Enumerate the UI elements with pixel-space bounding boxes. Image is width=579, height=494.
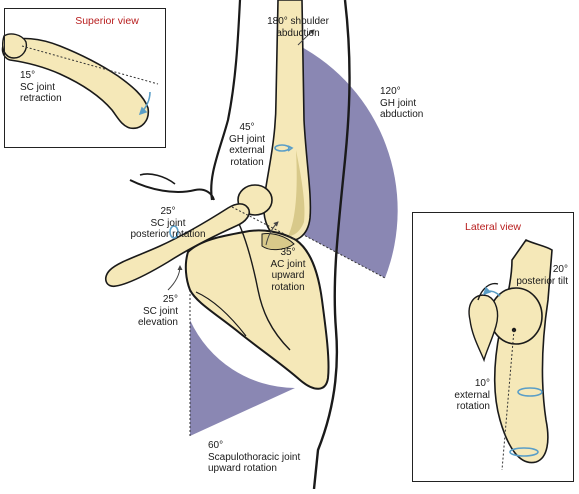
- lateral-posterior-tilt-label: 20° posterior tilt: [516, 264, 568, 287]
- sc-elevation-label: 25° SC joint elevation: [137, 294, 178, 328]
- scapula-spine: [231, 209, 291, 351]
- thorax-outline-right: [312, 0, 351, 490]
- trapezius-outline-2: [139, 173, 176, 185]
- scapula-bone: [184, 229, 330, 390]
- scapulothoracic-upward-rotation-label: 60° Scapulothoracic joint upward rotatio…: [208, 440, 301, 474]
- lateral-view-panel: [412, 212, 574, 482]
- lateral-tilt-arrow: [482, 286, 501, 297]
- superior-sc-retraction-label: 15° SC joint retraction: [20, 70, 62, 104]
- ac-joint-dotted-line: [231, 206, 297, 241]
- gh-external-rotation-arrowhead: [287, 145, 294, 152]
- sc-elevation-arrow: [167, 265, 183, 291]
- lateral-external-rotation-label: 10° external rotation: [454, 378, 490, 412]
- shoulder-abduction-arrow: [297, 29, 315, 46]
- ac-upward-rotation-label: 35° AC joint upward rotation: [270, 247, 306, 293]
- lateral-bottom-rotation-arrow: [509, 447, 539, 457]
- sc-posterior-rotation-arrow: [169, 225, 179, 239]
- neck-outline-left: [210, 0, 242, 201]
- ac-upward-rotation-arrow: [265, 221, 279, 246]
- lateral-scapula-bone: [468, 294, 499, 363]
- superior-retraction-arrow: [138, 91, 151, 116]
- lateral-dotted-ref: [501, 329, 515, 471]
- gh-external-rotation-label: 45° GH joint external rotation: [228, 122, 266, 168]
- scapulothoracic-angle-sector: [190, 320, 295, 436]
- superior-clavicle-bone: [1, 37, 150, 130]
- humerus-shading: [288, 150, 305, 236]
- scapula-spine-2: [195, 291, 247, 337]
- shoulder-abduction-label: 180° shoulder abduction: [267, 16, 329, 39]
- lateral-view-drawing: [468, 238, 553, 471]
- superior-view-panel: [4, 8, 166, 148]
- clavicle-bone: [104, 203, 251, 288]
- gh-external-rotation-arrow: [274, 144, 290, 152]
- scapula-glenoid-shade: [261, 233, 295, 251]
- lateral-external-rotation-arrow: [517, 387, 543, 397]
- superior-view-drawing: [1, 33, 159, 130]
- sc-posterior-rotation-label: 25° SC joint posterior rotation: [130, 206, 206, 240]
- gh-abduction-dotted-ref: [297, 231, 386, 279]
- superior-view-title: Superior view: [75, 15, 139, 27]
- lateral-view-title: Lateral view: [464, 221, 522, 233]
- trapezius-outline: [129, 179, 215, 201]
- gh-abduction-label: 120° GH joint abduction: [380, 86, 424, 120]
- gh-abduction-angle-sector: [298, 45, 398, 278]
- superior-dotted-ref: [21, 45, 159, 85]
